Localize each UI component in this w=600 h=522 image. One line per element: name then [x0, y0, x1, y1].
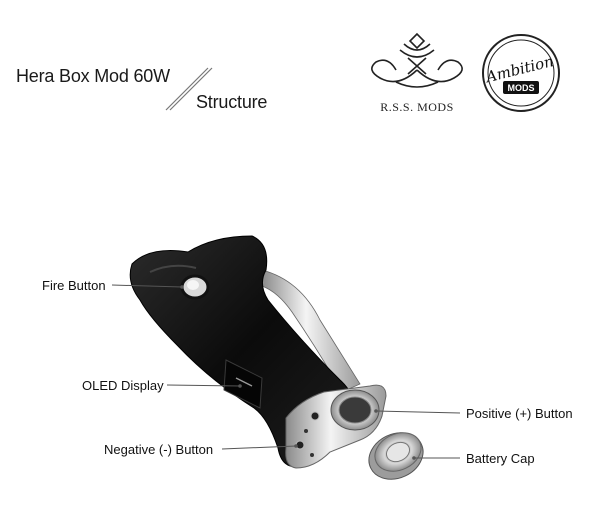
negative-button-leader — [221, 445, 297, 450]
positive-button-leader — [375, 410, 461, 414]
oled-display — [223, 359, 263, 409]
positive-button-label: Positive (+) Button — [466, 406, 573, 421]
fire-button-label: Fire Button — [42, 278, 106, 293]
rss-mods-logo — [371, 32, 463, 88]
negative-button-label: Negative (-) Button — [104, 442, 214, 457]
page-title: Hera Box Mod 60W — [16, 66, 170, 86]
battery-cap[interactable] — [361, 424, 430, 488]
ambition-mods-text: MODS — [508, 83, 535, 93]
positive-button[interactable] — [310, 411, 320, 421]
rss-mods-caption: R.S.S. MODS — [380, 100, 454, 114]
page-subtitle: Structure — [196, 92, 268, 112]
oled-display-leader — [166, 384, 241, 387]
title-divider — [165, 67, 209, 111]
oled-display-label: OLED Display — [82, 378, 164, 393]
battery-cap-label: Battery Cap — [466, 451, 535, 466]
fire-button-leader — [111, 284, 183, 288]
